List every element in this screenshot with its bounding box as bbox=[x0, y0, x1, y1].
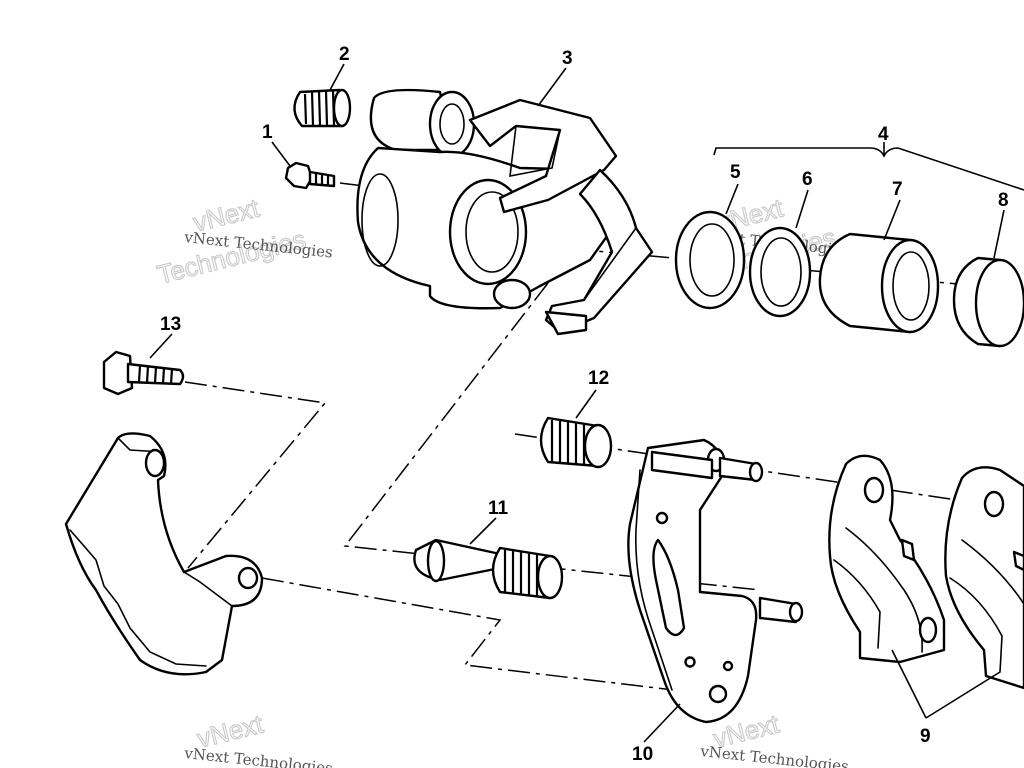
part-1-bleeder-screw bbox=[284, 161, 336, 190]
watermark-text: vNext Technologies bbox=[183, 744, 334, 768]
callout-10: 10 bbox=[632, 744, 653, 765]
callout-11: 11 bbox=[488, 498, 509, 519]
leader-lines bbox=[149, 63, 1005, 743]
callout-12: 12 bbox=[588, 368, 609, 389]
part-6-dust-seal bbox=[748, 226, 812, 318]
watermark-group-1: vNext Technologies vNext Technologies bbox=[154, 192, 334, 290]
part-4-piston-kit-bracket bbox=[713, 142, 1024, 191]
callout-6: 6 bbox=[802, 169, 813, 190]
callout-9: 9 bbox=[920, 726, 931, 747]
part-5-seal-ring bbox=[674, 210, 746, 310]
part-12-pin-boot bbox=[539, 416, 613, 469]
watermark-text: vNext Technologies bbox=[699, 742, 850, 768]
callout-8: 8 bbox=[998, 190, 1009, 211]
part-7-piston bbox=[818, 232, 940, 334]
callout-4: 4 bbox=[878, 124, 889, 145]
watermark-group-3: vNext vNext Technologies bbox=[183, 708, 334, 768]
callout-labels: 2 3 1 4 5 6 7 8 13 12 11 10 9 bbox=[160, 44, 1009, 765]
part-9-brake-pad-rear bbox=[944, 466, 1024, 690]
callout-1: 1 bbox=[262, 122, 273, 143]
callout-3: 3 bbox=[562, 48, 573, 69]
mounting-lug-bracket bbox=[64, 432, 264, 676]
part-11-slide-pin bbox=[413, 538, 564, 600]
part-13-mounting-bolt bbox=[102, 350, 185, 396]
part-8-piston-cap bbox=[952, 256, 1024, 348]
part-2-bleeder-cap bbox=[293, 88, 352, 128]
callout-5: 5 bbox=[730, 162, 741, 183]
part-10-caliper-bracket bbox=[627, 438, 804, 724]
callout-13: 13 bbox=[160, 314, 181, 335]
callout-7: 7 bbox=[892, 179, 903, 200]
part-3-caliper-body bbox=[356, 88, 654, 336]
part-9-brake-pad-front bbox=[828, 454, 946, 664]
callout-2: 2 bbox=[339, 44, 350, 65]
